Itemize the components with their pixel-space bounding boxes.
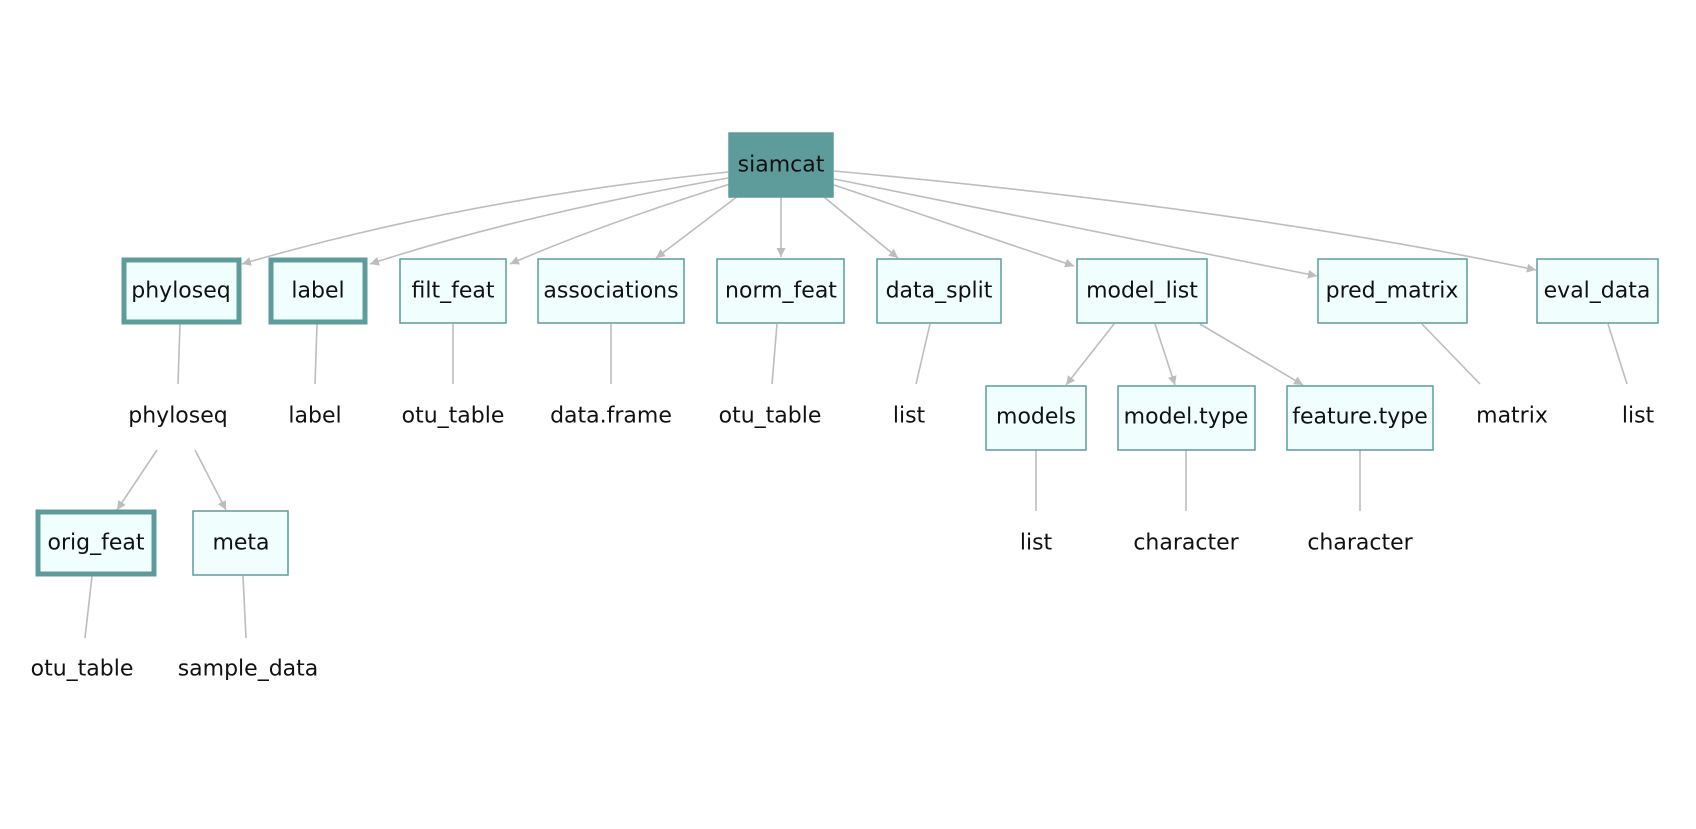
type-norm-feat: otu_table [719,404,822,429]
node-model-list: model_list [1076,258,1208,324]
node-meta-box [192,510,289,576]
node-norm-feat: norm_feat [716,258,845,324]
type-phyloseq: phyloseq [128,404,227,429]
nodes: siamcat phyloseq label filt_feat associa… [35,132,1659,577]
type-label: label [288,404,341,429]
node-associations-box [537,258,685,324]
node-data-split: data_split [876,258,1002,324]
type-models: list [1020,531,1053,556]
node-norm-feat-label: norm_feat [725,279,837,304]
node-filt-feat-label: filt_feat [412,279,495,304]
node-pred-matrix: pred_matrix [1317,258,1468,324]
node-model-type: model.type [1117,385,1256,451]
node-models-box [985,385,1087,451]
type-filt-feat: otu_table [402,404,505,429]
node-orig-feat-box [35,509,157,577]
node-pred-matrix-box [1317,258,1468,324]
node-data-split-box [876,258,1002,324]
node-model-type-box [1117,385,1256,451]
type-data-split: list [893,404,926,429]
type-meta: sample_data [178,657,319,682]
edge-siamcat-label [369,177,729,266]
edge-type-pred-matrix [1421,323,1481,385]
node-data-split-label: data_split [886,279,993,304]
node-meta-label: meta [212,531,269,556]
node-norm-feat-box [716,258,845,324]
node-feature-type-box [1286,385,1434,451]
node-eval-data-label: eval_data [1544,279,1651,304]
edge-type-label [314,323,318,385]
edge-phyloseq-orig-feat [116,449,158,511]
node-feature-type-label: feature.type [1292,405,1428,430]
type-associations: data.frame [550,404,672,429]
node-siamcat: siamcat [728,132,834,198]
node-orig-feat: orig_feat [35,509,157,577]
node-model-list-label: model_list [1086,279,1198,304]
edge-type-orig-feat [84,575,93,639]
edge-siamcat-data-split [823,196,899,259]
edge-model-list-model-type [1154,323,1177,386]
edge-type-data-split [915,323,931,385]
node-label-box [268,257,368,325]
type-feature-type: character [1307,531,1413,556]
node-eval-data-box [1536,258,1659,324]
edge-model-list-feature-type [1199,323,1304,386]
node-model-list-box [1076,258,1208,324]
edge-type-phyloseq [177,323,181,385]
edge-siamcat-phyloseq [241,171,729,266]
edge-type-eval-data [1607,323,1628,385]
node-feature-type: feature.type [1286,385,1434,451]
node-eval-data: eval_data [1536,258,1659,324]
edge-type-norm-feat [771,323,778,385]
edges [84,170,1628,639]
node-model-type-label: model.type [1124,405,1249,430]
node-meta: meta [192,510,289,576]
node-label: label [268,257,368,325]
type-pred-matrix: matrix [1476,404,1548,429]
type-orig-feat: otu_table [31,657,134,682]
node-phyloseq: phyloseq [121,257,242,325]
type-model-type: character [1133,531,1239,556]
edge-model-list-models [1065,323,1115,386]
edge-siamcat-model-list [833,184,1075,268]
node-label-label: label [291,279,344,304]
edge-siamcat-pred-matrix [833,178,1318,279]
node-filt-feat-box [399,258,507,324]
node-associations-label: associations [543,279,678,304]
type-eval-data: list [1622,404,1655,429]
node-phyloseq-box [121,257,242,325]
node-models-label: models [996,405,1076,430]
edge-phyloseq-meta [194,449,227,511]
edge-siamcat-eval-data [833,170,1537,273]
node-siamcat-label: siamcat [738,153,825,178]
node-orig-feat-label: orig_feat [48,531,145,556]
edge-type-meta [242,575,247,639]
node-models: models [985,385,1087,451]
node-filt-feat: filt_feat [399,258,507,324]
node-siamcat-box [728,132,834,198]
edge-siamcat-filt-feat [509,183,731,265]
node-associations: associations [537,258,685,324]
node-phyloseq-label: phyloseq [131,279,230,304]
type-labels: phyloseq label otu_table data.frame otu_… [31,404,1655,682]
node-pred-matrix-label: pred_matrix [1326,279,1459,304]
edge-siamcat-associations [655,195,739,259]
